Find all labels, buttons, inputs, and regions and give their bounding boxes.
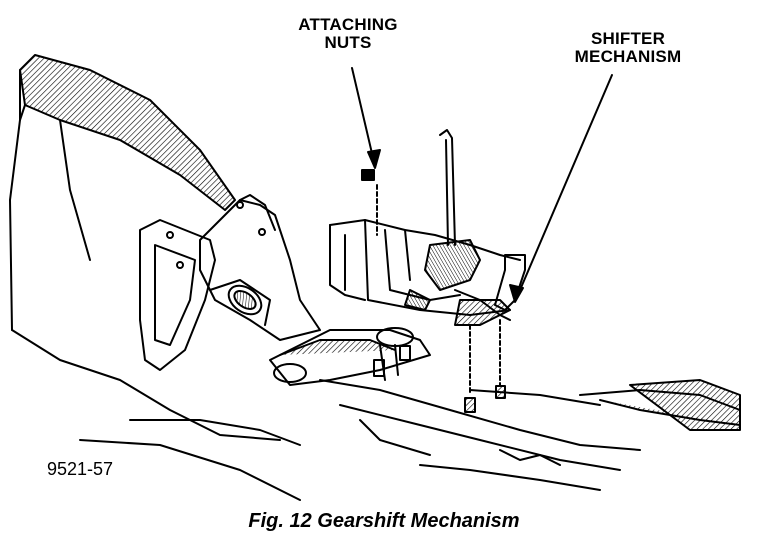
support-plate bbox=[199, 194, 321, 341]
floor-pan bbox=[11, 329, 741, 501]
shifter-mechanism bbox=[329, 129, 526, 326]
attaching-nuts-label-line-1: ATTACHING bbox=[298, 15, 398, 34]
part-number: 9521-57 bbox=[47, 459, 114, 479]
attaching-nuts-label-line-2: NUTS bbox=[324, 33, 372, 52]
shifter-mechanism-label-line-1: SHIFTER bbox=[590, 29, 666, 48]
mounting-studs bbox=[376, 184, 506, 413]
cross-member bbox=[269, 327, 431, 386]
leader-lines bbox=[351, 67, 613, 303]
seat-panel bbox=[9, 54, 236, 331]
shifter-mechanism-label-line-2: MECHANISM bbox=[574, 47, 682, 66]
figure-caption: Fig. 12 Gearshift Mechanism bbox=[248, 510, 520, 532]
attaching-nuts-label: ATTACHING NUTS bbox=[283, 16, 413, 52]
left-bracket bbox=[139, 219, 216, 371]
shifter-mechanism-label: SHIFTER MECHANISM bbox=[548, 30, 708, 66]
